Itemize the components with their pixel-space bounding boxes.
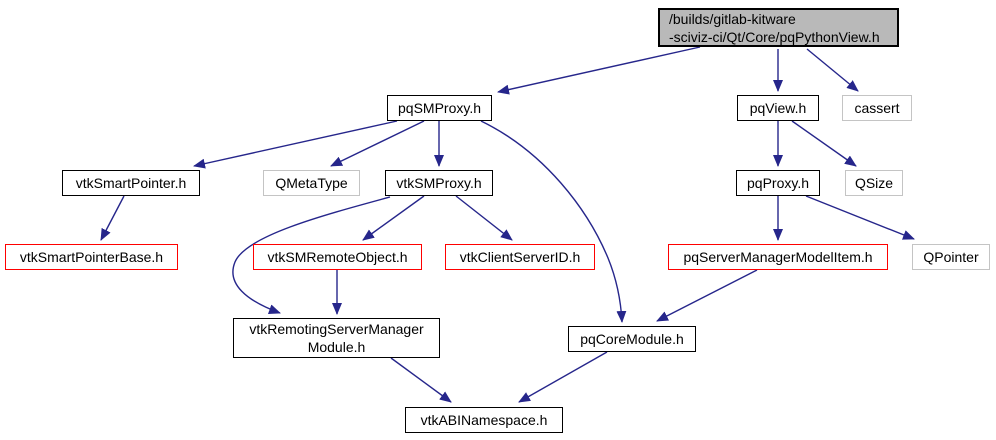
node-qsize: QSize (845, 170, 903, 196)
node-qmetatype: QMetaType (263, 170, 360, 196)
node-qpointer: QPointer (912, 244, 990, 270)
edge-vtksmproxy-to-vtkremotingservermanagermodule (232, 196, 391, 314)
node-vtkabinamespace-h[interactable]: vtkABINamespace.h (405, 407, 563, 433)
node-vtksmartpointerbase-h[interactable]: vtkSmartPointerBase.h (5, 244, 178, 270)
edge-vtksmproxy-to-vtksmremoteobject (362, 195, 425, 241)
edge-pqsmproxy-to-pqcoremodule (480, 120, 627, 323)
node-pqproxy-h[interactable]: pqProxy.h (736, 170, 820, 196)
edge-pqproxy-to-qpointer (805, 195, 915, 240)
node-pqsmproxy-h[interactable]: pqSMProxy.h (387, 95, 492, 121)
node-cassert: cassert (842, 95, 912, 121)
node-vtksmartpointer-h[interactable]: vtkSmartPointer.h (62, 170, 200, 196)
edge-pqview-to-qsize (791, 120, 857, 167)
node-vtkremotingservermanagermodule-h[interactable]: vtkRemotingServerManager Module.h (233, 318, 440, 358)
edge-pqsmproxy-to-vtksmartpointer (193, 120, 398, 169)
edge-pqservermanagermodelitem-to-pqcoremodule (656, 269, 758, 322)
edge-vtksmproxy-to-vtkclientserverid (455, 195, 513, 241)
edge-pqsmproxy-to-qmetatype (330, 120, 425, 167)
node-pqservermanagermodelitem-h[interactable]: pqServerManagerModelItem.h (668, 244, 888, 270)
edge-vtkremotingservermanagermodule-to-vtkabinamespace (390, 357, 452, 403)
node-pqpythonview-h: /builds/gitlab-kitware -sciviz-ci/Qt/Cor… (658, 8, 899, 47)
edge-root-to-pqsmproxy (497, 46, 701, 95)
node-pqview-h[interactable]: pqView.h (737, 95, 819, 121)
node-pqcoremodule-h[interactable]: pqCoreModule.h (568, 326, 696, 352)
edge-pqcoremodule-to-vtkabinamespace (518, 351, 608, 403)
node-vtkclientserverid-h[interactable]: vtkClientServerID.h (445, 244, 595, 270)
edge-root-to-cassert (806, 48, 859, 92)
edge-vtksmartpointer-to-vtksmartpointerbase (100, 195, 125, 241)
node-vtksmremoteobject-h[interactable]: vtkSMRemoteObject.h (253, 244, 422, 270)
node-vtksmproxy-h[interactable]: vtkSMProxy.h (385, 170, 493, 196)
